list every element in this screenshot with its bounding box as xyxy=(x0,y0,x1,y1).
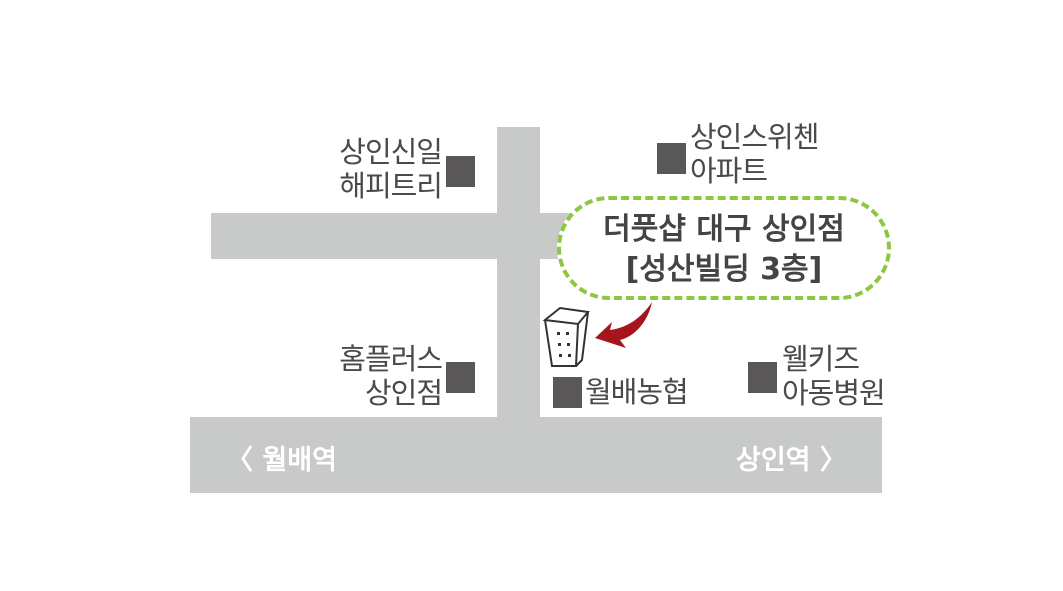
landmark-marker xyxy=(446,156,475,187)
landmark-marker xyxy=(446,362,475,393)
road-main xyxy=(190,417,882,493)
building-icon xyxy=(542,302,652,367)
landmark-wolbae-nonghyup: 월배농협 xyxy=(585,375,689,409)
destination-floor: [성산빌딩 3층] xyxy=(625,252,823,287)
landmark-marker xyxy=(748,362,777,393)
destination-callout: 더풋샵 대구 상인점 [성산빌딩 3층] xyxy=(557,196,891,300)
road-vertical xyxy=(497,127,540,419)
station-wolbae: 〈 월배역 xyxy=(226,445,337,476)
road-upper-horizontal xyxy=(211,213,571,259)
arrow-icon xyxy=(595,302,652,348)
landmark-marker xyxy=(657,143,686,174)
station-sangin: 상인역 〉 xyxy=(736,445,847,476)
landmark-marker xyxy=(553,377,582,408)
destination-name: 더풋샵 대구 상인점 xyxy=(603,212,845,247)
